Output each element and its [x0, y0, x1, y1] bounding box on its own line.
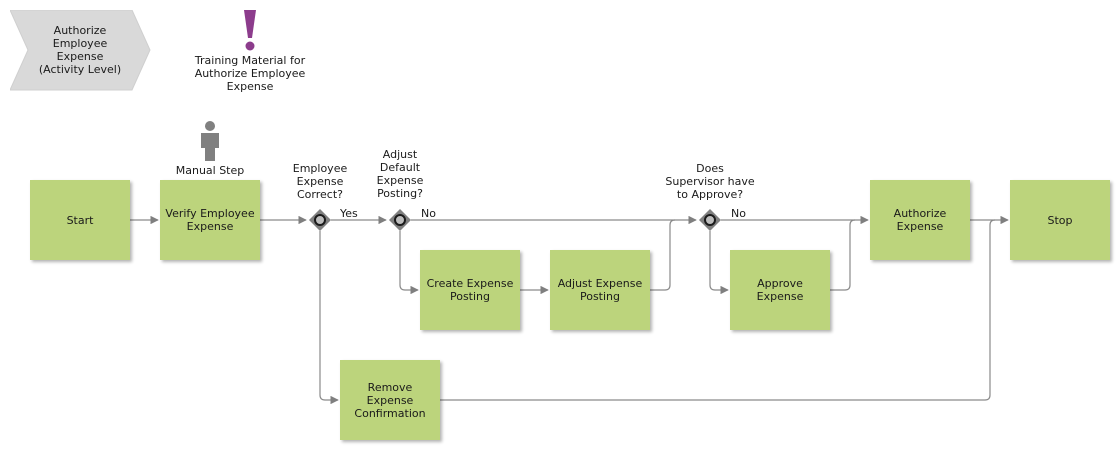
gateway-supervisor-approve[interactable]	[699, 209, 721, 231]
edge-label-no-adjust: No	[421, 207, 436, 220]
gateway-label-employee-expense-correct: Employee Expense Correct?	[292, 162, 348, 201]
task-authorize-expense[interactable]: Authorize Expense	[870, 180, 970, 260]
task-adjust-expense-posting[interactable]: Adjust Expense Posting	[550, 250, 650, 330]
edge-label-no-supervisor: No	[731, 207, 746, 220]
edge-g1-remove	[319, 231, 339, 405]
task-stop[interactable]: Stop	[1010, 180, 1110, 260]
exclamation-icon	[244, 10, 256, 51]
edge-adjust-merge	[650, 219, 676, 291]
task-remove-expense-confirmation[interactable]: Remove Expense Confirmation	[340, 360, 440, 440]
gateway-employee-expense-correct[interactable]	[309, 209, 331, 231]
edge-remove-stop	[440, 219, 996, 401]
gateway-label-supervisor-approve: Does Supervisor have to Approve?	[665, 162, 755, 201]
header-shape	[10, 10, 151, 91]
task-create-expense-posting[interactable]: Create Expense Posting	[420, 250, 520, 330]
header-label: Authorize Employee Expense (Activity Lev…	[38, 24, 122, 76]
edge-g3-approve	[709, 231, 729, 295]
edge-label-yes: Yes	[340, 207, 358, 220]
task-verify-employee-expense[interactable]: Verify Employee Expense	[160, 180, 260, 260]
manual-step-label: Manual Step	[175, 164, 245, 177]
person-icon	[201, 121, 219, 161]
gateway-adjust-default-posting[interactable]	[389, 209, 411, 231]
training-note-label: Training Material for Authorize Employee…	[194, 54, 306, 93]
edge-g2-create	[399, 231, 419, 295]
edge-approve-merge	[830, 219, 856, 291]
task-approve-expense[interactable]: Approve Expense	[730, 250, 830, 330]
task-start[interactable]: Start	[30, 180, 130, 260]
gateway-label-adjust-default-posting: Adjust Default Expense Posting?	[376, 148, 424, 200]
